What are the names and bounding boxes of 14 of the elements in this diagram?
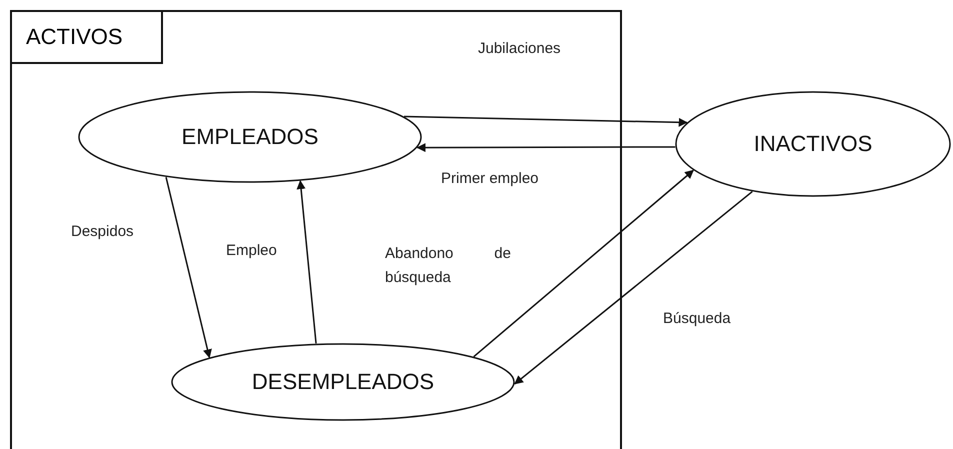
- edge-label: Primer empleo: [439, 170, 541, 187]
- edge-label: Búsqueda: [661, 310, 733, 327]
- arrow: [165, 176, 212, 358]
- arrow: [296, 180, 317, 344]
- node-label: DESEMPLEADOS: [250, 369, 436, 395]
- arrow: [416, 143, 676, 152]
- arrow: [404, 116, 688, 127]
- arrow: [473, 170, 694, 358]
- node-label: INACTIVOS: [752, 131, 874, 157]
- edge-label: Empleo: [224, 242, 279, 259]
- region-heading: ACTIVOS: [10, 10, 163, 64]
- edge-label: Despidos: [69, 223, 136, 240]
- arrow: [514, 191, 753, 384]
- node-label: EMPLEADOS: [180, 124, 320, 150]
